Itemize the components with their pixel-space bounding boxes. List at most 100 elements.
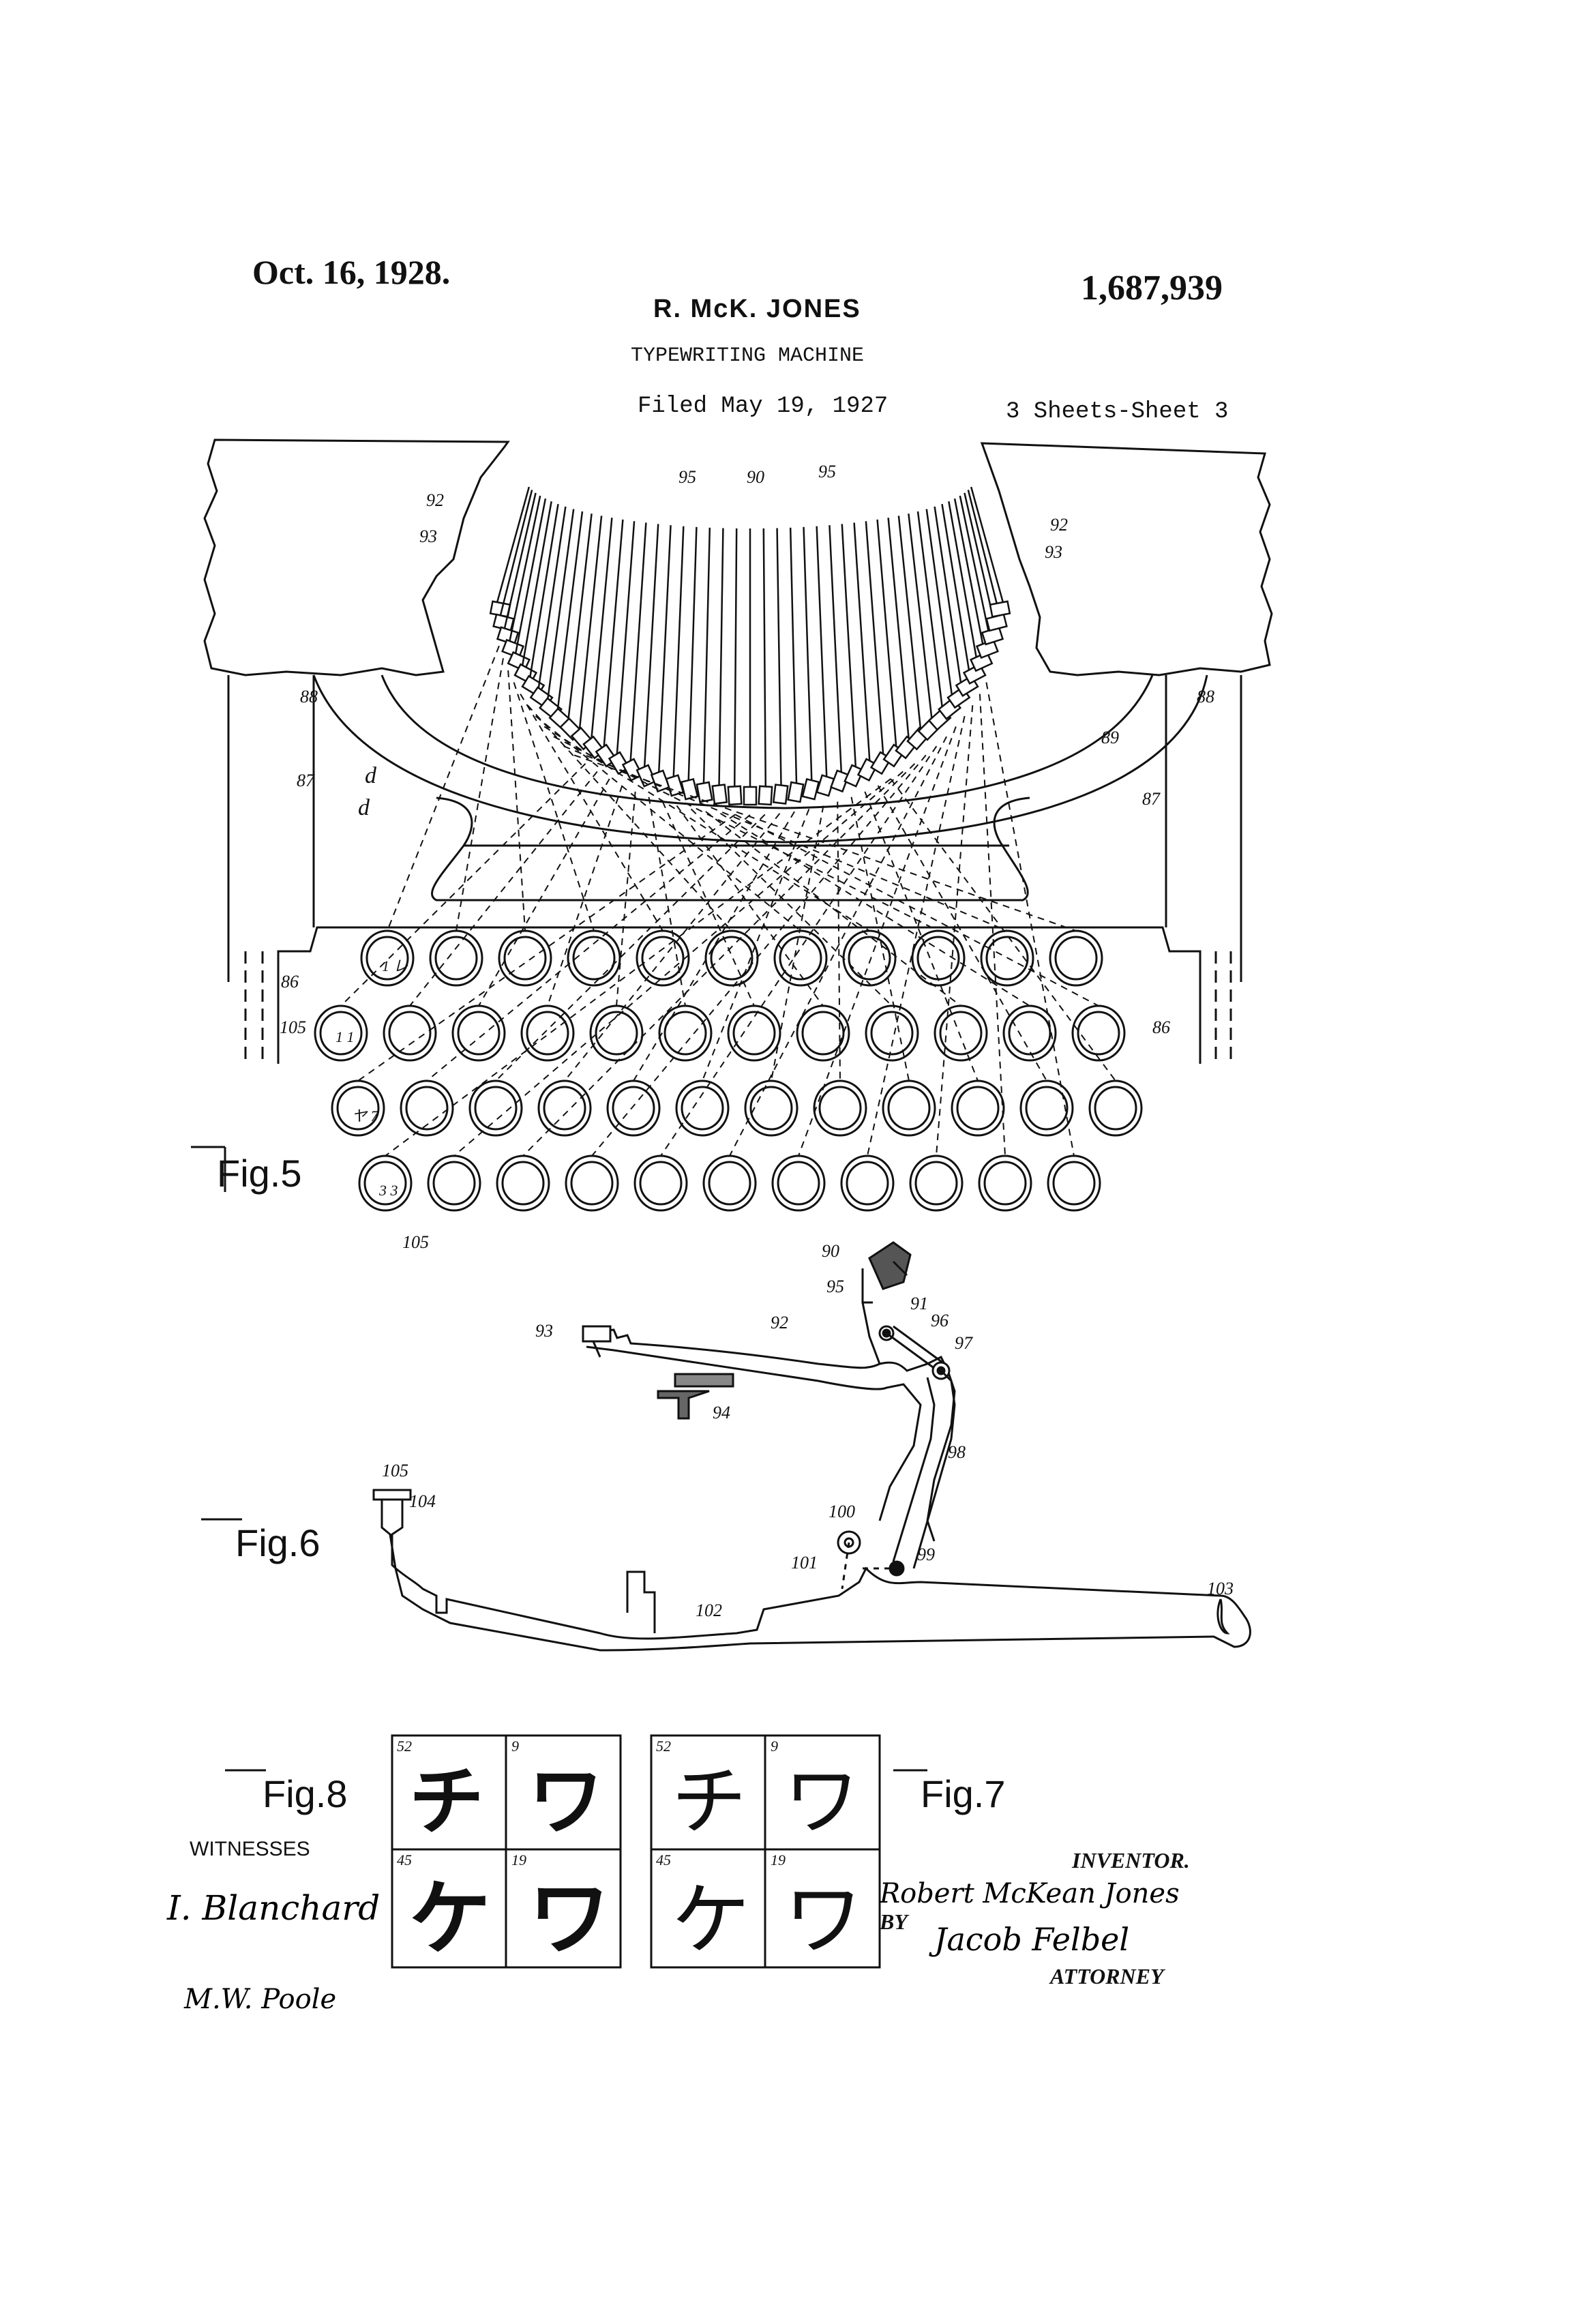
key (866, 1006, 918, 1060)
ref-89: 89 (1101, 728, 1119, 747)
fig8-cells: 52 チ 9 ワ 45 ケ 19 ワ (397, 1738, 610, 1967)
inventor-signature: Robert McKean Jones (879, 1878, 1180, 1909)
witnesses-label: WITNESSES (190, 1838, 310, 1861)
fig-label-marks (191, 1147, 927, 1770)
ref-f6-102: 102 (696, 1600, 722, 1620)
fig5-label: Fig.5 (217, 1152, 302, 1195)
svg-text:45: 45 (656, 1851, 671, 1868)
ref-f6-91: 91 (910, 1294, 928, 1313)
key (745, 1081, 797, 1135)
ref-f6-105: 105 (382, 1461, 408, 1480)
key (1048, 1156, 1100, 1210)
fig6-label: Fig.6 (235, 1521, 320, 1564)
ref-f6-101: 101 (791, 1553, 818, 1573)
key (591, 1006, 642, 1060)
ref-92: 92 (426, 490, 444, 510)
key (1050, 931, 1102, 985)
key-legends: 1 レ 1 1 ヤ 7 3 3 (335, 957, 408, 1199)
key (401, 1081, 453, 1135)
key (844, 931, 895, 985)
attorney-label: ATTORNEY (1050, 1964, 1164, 1989)
typebar-basket (490, 487, 1010, 805)
ref-d1: d (365, 763, 377, 788)
fig7-label: Fig.7 (921, 1772, 1006, 1815)
ref-f6-92: 92 (771, 1313, 788, 1332)
key (814, 1081, 866, 1135)
fig7-char-52: チ (672, 1758, 747, 1845)
key (470, 1081, 522, 1135)
fig8-char-45: ケ (409, 1872, 491, 1967)
key (499, 931, 551, 985)
ref-f6-96: 96 (931, 1311, 949, 1330)
key (952, 1081, 1004, 1135)
ref-86b: 86 (1152, 1017, 1170, 1037)
key (775, 931, 826, 985)
fig7-cells: 52 チ 9 ワ 45 ケ 19 ワ (656, 1738, 863, 1966)
svg-text:1 レ: 1 レ (382, 957, 408, 974)
ref-f6-95: 95 (826, 1277, 844, 1296)
svg-text:45: 45 (397, 1851, 412, 1868)
ref-f6-94: 94 (713, 1403, 730, 1422)
ref-88b: 88 (1197, 687, 1214, 706)
key (497, 1156, 549, 1210)
key (384, 1006, 436, 1060)
key (676, 1081, 728, 1135)
key (1004, 1006, 1056, 1060)
key (797, 1006, 849, 1060)
key (935, 1006, 987, 1060)
key (428, 1156, 480, 1210)
key (728, 1006, 780, 1060)
by-label: BY (880, 1909, 908, 1935)
attorney-signature: Jacob Felbel (929, 1921, 1129, 1958)
svg-text:3 3: 3 3 (378, 1182, 398, 1199)
ref-86: 86 (281, 972, 299, 992)
keyboard-keys (315, 931, 1141, 1210)
key (841, 1156, 893, 1210)
svg-text:19: 19 (771, 1851, 786, 1868)
key (910, 1156, 962, 1210)
ref-88: 88 (300, 687, 318, 706)
key (566, 1156, 618, 1210)
ref-95: 95 (678, 467, 696, 487)
ref-f6-90: 90 (822, 1241, 839, 1261)
ref-d2: d (358, 795, 370, 820)
ref-f6-99: 99 (917, 1545, 935, 1564)
svg-text:9: 9 (771, 1738, 778, 1755)
fig7-char-45: ケ (672, 1875, 750, 1966)
key (1073, 1006, 1124, 1060)
svg-text:52: 52 (397, 1738, 412, 1755)
key (912, 931, 964, 985)
key (430, 931, 482, 985)
ref-f6-103: 103 (1207, 1579, 1234, 1598)
fig7-char-9: ワ (784, 1758, 859, 1845)
key (635, 1156, 687, 1210)
witness1-signature: I. Blanchard (166, 1888, 380, 1928)
svg-text:1 1: 1 1 (335, 1028, 355, 1045)
key (522, 1006, 573, 1060)
ref-90: 90 (747, 467, 764, 487)
ref-f6-97: 97 (955, 1333, 973, 1353)
ref-f6-98: 98 (948, 1442, 966, 1462)
svg-text:52: 52 (656, 1738, 671, 1755)
svg-text:19: 19 (511, 1851, 526, 1868)
ref-f6-100: 100 (829, 1502, 855, 1521)
witness2-signature: M.W. Poole (183, 1984, 336, 2015)
key (979, 1156, 1031, 1210)
ref-f6-93: 93 (535, 1321, 553, 1341)
key (704, 1156, 756, 1210)
inventor-label: INVENTOR. (1072, 1848, 1190, 1873)
key (1090, 1081, 1141, 1135)
key (883, 1081, 935, 1135)
fig8-label: Fig.8 (263, 1772, 348, 1815)
key (773, 1156, 824, 1210)
ref-87b: 87 (1142, 789, 1161, 809)
ref-92b: 92 (1050, 515, 1068, 535)
fig8-char-19: ワ (528, 1872, 610, 1967)
svg-text:9: 9 (511, 1738, 519, 1755)
fig8-char-52: チ (409, 1758, 484, 1845)
svg-text:ヤ 7: ヤ 7 (352, 1107, 379, 1124)
fig6-mechanism (374, 1242, 1250, 1650)
ref-93: 93 (419, 526, 437, 546)
ref-95b: 95 (818, 462, 836, 481)
